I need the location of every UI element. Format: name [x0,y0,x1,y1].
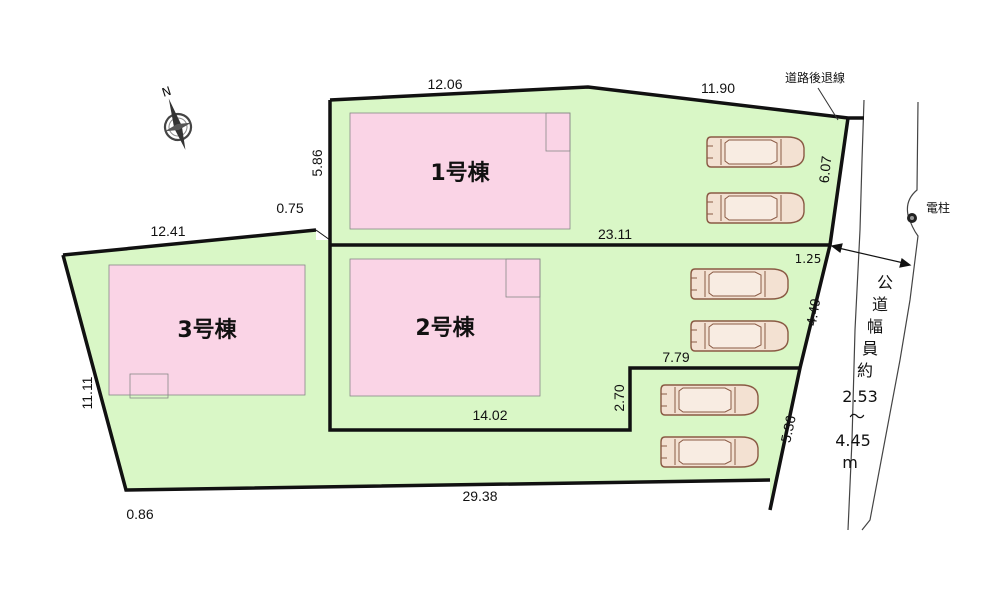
road-width-label: 公 道 幅 員 約 2.53 ～ 4.45 m [835,273,893,472]
pole-label: 電柱 [926,200,950,215]
setback-leader [817,87,839,121]
dim-lot3-left: 11.11 [79,376,95,409]
north-label: N [160,84,173,100]
road-char-4: 員 [862,339,878,358]
building-1-label: 1号棟 [430,160,490,186]
road-east-edge [861,101,919,531]
boundary-lines [61,85,864,511]
dim-top-right: 11.90 [701,80,735,96]
road-west-edge [847,99,865,531]
building-2 [349,258,541,397]
dim-lot3-bottom-left: 0.86 [126,506,153,522]
dim-lot3-top: 12.41 [150,223,185,239]
building-1 [349,112,571,230]
step-line [315,229,331,241]
dim-lot1-bottom: 23.11 [598,226,632,242]
dim-step: 0.75 [276,200,303,216]
dim-lot1-right: 6.07 [816,155,835,184]
car-1 [706,136,805,168]
road-width-unit: m [842,453,858,472]
dim-corner-right: 1.25 [795,252,822,266]
road-width-min: 2.53 [842,387,878,406]
building-3-label: 3号棟 [177,317,237,343]
building-3-detail [129,373,169,399]
building-1-detail [545,112,571,152]
car-2 [706,192,805,224]
building-2-label: 2号棟 [415,315,475,341]
setback-label: 道路後退線 [785,70,845,85]
north-compass-icon: N [160,84,193,150]
dim-lot2-inner-step: 2.70 [611,384,627,411]
dim-lot2-right: 4.49 [803,297,824,327]
dim-bottom-total: 29.38 [462,488,497,504]
road-char-1: 公 [877,273,893,292]
car-6 [660,436,759,468]
road-char-5: 約 [857,361,873,380]
dim-top-left: 12.06 [427,76,462,92]
road-width-max: 4.45 [835,431,871,450]
car-4 [690,320,789,352]
road-width-sep: ～ [849,407,865,426]
dim-lot1-left: 5.86 [309,149,325,176]
dim-lot2-bottom: 14.02 [472,407,507,423]
pole-icon [907,213,917,223]
road-char-2: 道 [872,295,888,314]
car-3 [690,268,789,300]
car-5 [660,384,759,416]
dim-access-right: 5.36 [777,414,798,444]
road-width-arrow [830,243,912,268]
road-char-3: 幅 [867,317,883,336]
building-2-detail [505,258,541,298]
building-3 [108,264,306,396]
dim-lot2-inner-top: 7.79 [662,349,689,365]
